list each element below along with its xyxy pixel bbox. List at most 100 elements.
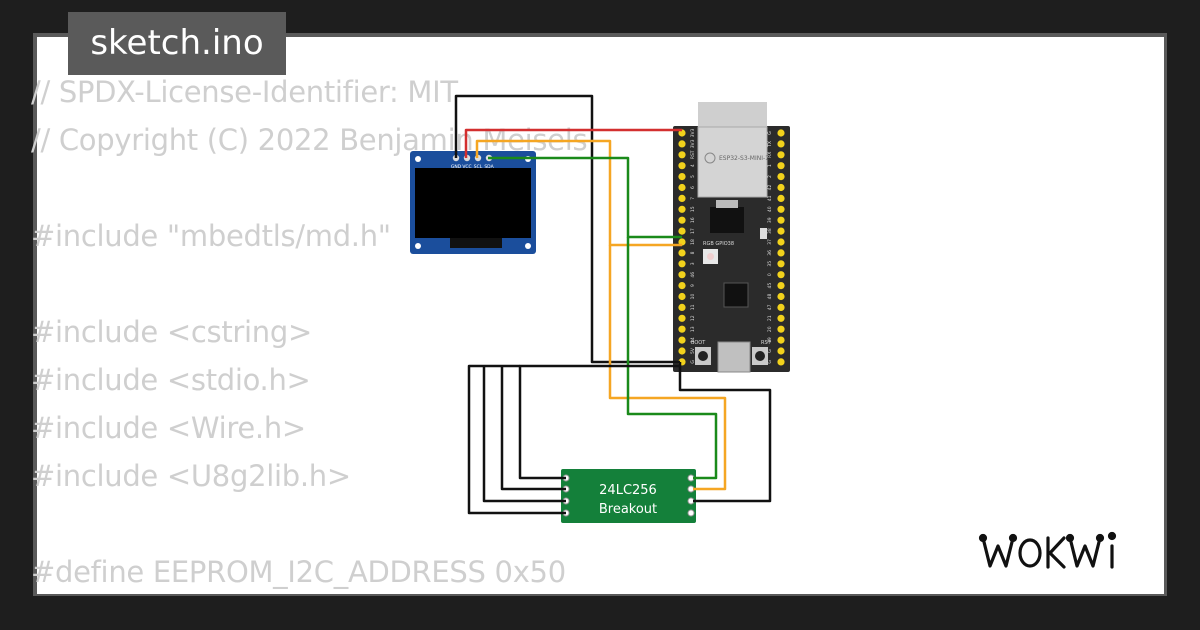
esp32-pin-right	[777, 129, 785, 137]
esp32-pin-label: 47	[767, 304, 773, 310]
code-line: #include <cstring>	[31, 315, 312, 349]
esp32-board[interactable]: ESP32-S3-MINI-1 RGB GPIO38 BOOT RST 3V3 3…	[673, 102, 790, 373]
esp32-pin-label: 18	[690, 239, 696, 245]
esp32-pin-label: G	[767, 131, 773, 135]
esp32-pin-right	[777, 227, 785, 235]
esp32-pin-label: 6	[690, 186, 696, 189]
wire-eeprom-scl	[608, 245, 727, 491]
usb-port	[717, 341, 751, 373]
esp32-pin-right	[777, 303, 785, 311]
wire-eeprom-sda	[626, 237, 718, 480]
esp32-pin-label: 38	[767, 228, 773, 234]
esp32-pin-right	[777, 249, 785, 257]
esp32-pin-label: G	[767, 349, 773, 353]
esp32-pin-right	[777, 292, 785, 301]
eeprom-breakout[interactable]: 24LC256 Breakout	[561, 469, 696, 523]
code-line: // SPDX-License-Identifier: MIT	[31, 75, 458, 109]
wire-oled-vcc	[464, 128, 682, 158]
esp32-pin-left	[678, 303, 686, 311]
esp32-pin-right	[777, 140, 785, 148]
wire-eeprom-a2	[482, 366, 566, 503]
oled-pin-label: SCL	[474, 164, 483, 170]
led-label: RGB GPIO38	[703, 241, 734, 247]
esp32-pin-left	[678, 347, 686, 355]
esp32-pin-left	[678, 292, 686, 301]
esp32-module	[697, 126, 768, 198]
esp32-pin-label: 8	[690, 251, 696, 254]
esp32-pin-left	[678, 173, 686, 181]
wire-eeprom-gnd-right	[678, 362, 772, 503]
esp32-pin-label: 1	[767, 164, 773, 167]
esp32-pin-label: 5	[690, 175, 696, 178]
wokwi-logo	[978, 531, 1117, 569]
esp32-pin-right	[777, 314, 785, 322]
esp32-pin-label: TX	[767, 141, 773, 148]
esp32-pin-label: 3	[690, 262, 696, 265]
esp32-pin-right	[777, 194, 785, 202]
esp32-pin-label: 12	[690, 315, 696, 321]
esp32-pin-label: 39	[767, 217, 773, 223]
espressif-logo-icon	[704, 152, 716, 164]
esp32-pin-right	[777, 216, 785, 224]
esp32-pin-label: 11	[690, 304, 696, 310]
wire-oled-scl	[475, 139, 682, 247]
code-listing: // SPDX-License-Identifier: MIT// Copyri…	[31, 68, 588, 596]
esp32-pin-right	[777, 282, 785, 290]
esp32-pin-label: 3V3	[690, 128, 696, 137]
esp32-pin-label: 41	[767, 195, 773, 201]
eeprom-label-line2: Breakout	[599, 502, 657, 517]
esp32-pin-right	[777, 151, 785, 159]
esp32-pin-label: 35	[767, 261, 773, 267]
esp32-pin-left	[678, 314, 686, 322]
esp32-pin-right	[777, 162, 785, 170]
esp32-pin-label: 14	[690, 337, 696, 343]
esp32-pin-label: RX	[767, 152, 773, 158]
esp32-pin-right	[777, 271, 785, 279]
esp32-pin-left	[678, 205, 686, 213]
esp32-pin-left	[678, 227, 686, 235]
esp32-pin-left	[678, 282, 686, 290]
code-line: #include <stdio.h>	[31, 363, 311, 397]
esp32-pin-right	[777, 260, 785, 268]
esp32-pin-label: 36	[767, 250, 773, 256]
esp32-pin-headers: 3V33V3RST4567151617188346910111213145VGG…	[678, 128, 785, 366]
esp32-pin-label: RST	[690, 150, 696, 159]
esp32-pin-left	[678, 140, 686, 148]
usb-chip	[723, 282, 749, 308]
oled-pin-label: SDA	[484, 164, 494, 170]
esp32-pin-label: 42	[767, 185, 773, 191]
antenna-area	[698, 102, 767, 128]
code-line: #include "mbedtls/md.h"	[31, 219, 391, 253]
code-line: #include <Wire.h>	[31, 411, 306, 445]
esp32-pin-left	[678, 194, 686, 202]
esp32-pin-label: 13	[690, 326, 696, 332]
file-tab[interactable]: sketch.ino	[68, 12, 286, 75]
esp32-pin-label: 10	[690, 294, 696, 300]
esp32-pin-right	[777, 238, 785, 246]
esp32-pin-right	[777, 347, 785, 355]
esp32-pin-label: 0	[767, 273, 773, 276]
esp32-pin-label: 37	[767, 239, 773, 245]
wire-eeprom-gnd-left	[467, 364, 566, 515]
esp32-pin-label: 16	[690, 217, 696, 223]
rst-label: RST	[761, 340, 772, 346]
esp32-pin-label: 20	[767, 326, 773, 332]
esp32-pin-label: 15	[690, 206, 696, 212]
esp32-pin-label: G	[690, 360, 696, 364]
esp32-pin-label: 3V3	[690, 139, 696, 148]
esp32-pin-label: 19	[767, 337, 773, 343]
esp32-pin-left	[678, 260, 686, 268]
esp32-pin-label: G	[767, 360, 773, 364]
regulator-chip	[710, 207, 744, 233]
esp32-pin-label: 45	[767, 283, 773, 289]
wire-oled-gnd	[454, 94, 680, 364]
wire-eeprom-a0	[518, 364, 680, 480]
oled-screen	[415, 168, 531, 238]
esp32-pin-left	[678, 183, 686, 192]
module-label: ESP32-S3-MINI-1	[719, 155, 769, 162]
esp32-pin-left	[678, 162, 686, 170]
esp32-pin-right	[777, 183, 785, 192]
boot-label: BOOT	[691, 340, 706, 346]
esp32-pin-label: 9	[690, 284, 696, 287]
